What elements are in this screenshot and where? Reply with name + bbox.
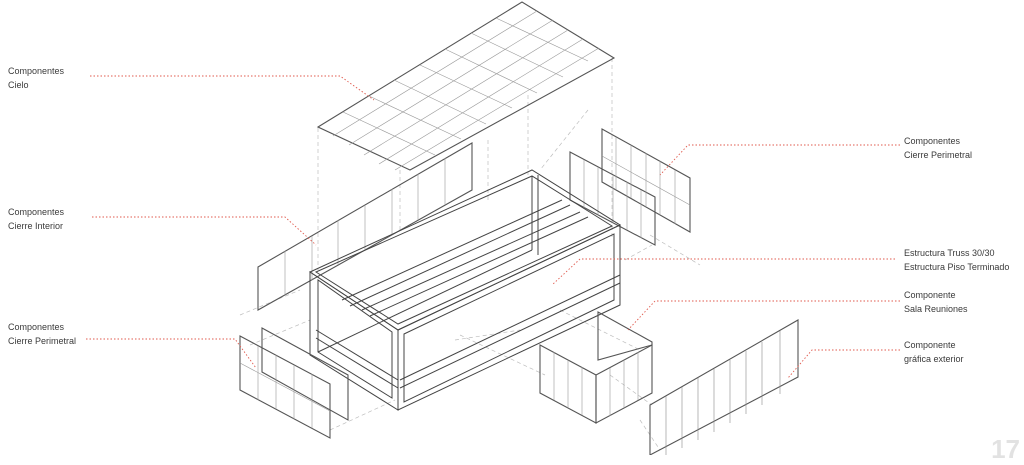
cielo-panel: [316, 1, 616, 171]
exploded-axonometric-diagram: [86, 1, 900, 455]
label-componentes-cierre-perimetral-left: Componentes Cierre Perimetral: [8, 322, 77, 346]
label-sala-reuniones: Componente Sala Reuniones: [904, 290, 968, 314]
cierre-perimetral-left-panels: [239, 327, 349, 439]
truss-structure: [308, 169, 622, 411]
leader-lines: [86, 75, 900, 379]
sala-reuniones-module: [539, 311, 653, 424]
label-estructura: Estructura Truss 30/30 Estructura Piso T…: [904, 248, 1010, 272]
cierre-interior-panel: [257, 142, 473, 311]
page-number: 17: [991, 434, 1020, 464]
label-componentes-cierre-perimetral-right: Componentes Cierre Perimetral: [904, 136, 973, 160]
projection-guides: [239, 58, 701, 451]
label-grafica-exterior: Componente gráfica exterior: [904, 340, 964, 364]
grafica-exterior-panel: [649, 319, 799, 455]
label-componentes-cielo: Componentes Cielo: [8, 66, 65, 90]
cierre-perimetral-right-panels: [569, 128, 691, 246]
label-componentes-cierre-interior: Componentes Cierre Interior: [8, 207, 65, 231]
